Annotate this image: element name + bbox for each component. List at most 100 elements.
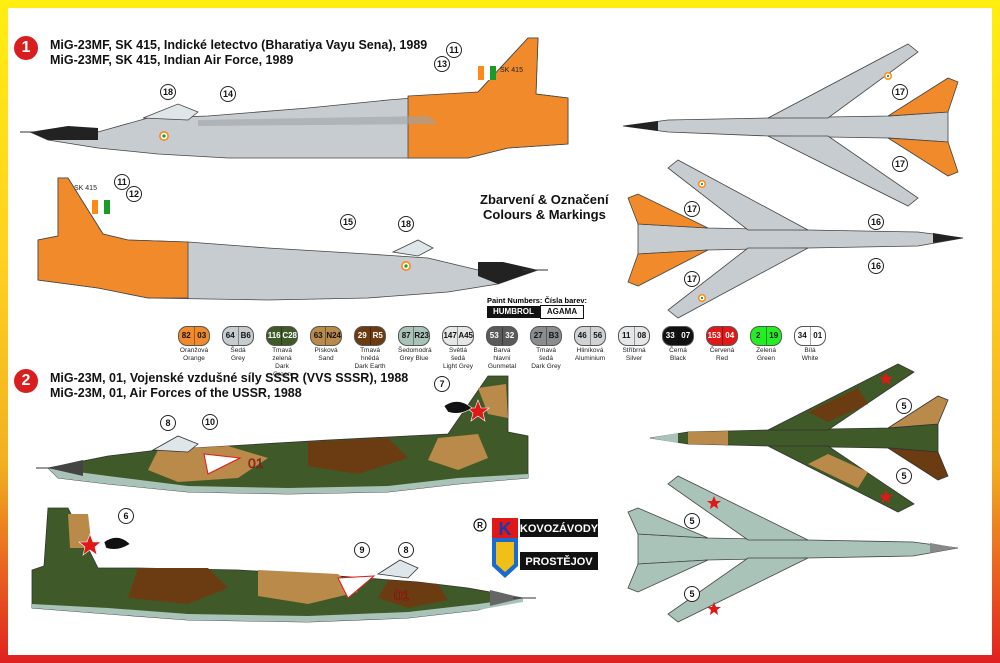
agama-number: B3 [545, 327, 562, 345]
humbrol-number: 82 [181, 331, 191, 340]
humbrol-number: 53 [489, 331, 499, 340]
scheme-1-title-en: MiG-23MF, SK 415, Indian Air Force, 1989 [50, 53, 294, 67]
kovozavody-logo: R K KOVOZÁVODY PROSTĚJOV [470, 516, 600, 586]
paint-name-en: Red [716, 355, 728, 362]
humbrol-label: HUMBROL [487, 306, 540, 318]
callout-5-b: 5 [896, 468, 912, 484]
agama-number: B6 [237, 327, 254, 345]
callout-16-b: 16 [868, 258, 884, 274]
tail-code-upper: SK 415 [500, 67, 523, 74]
tail-code-lower: SK 415 [74, 185, 97, 192]
logo-line1: KOVOZÁVODY [520, 522, 599, 535]
paint-name-en: Light Grey [443, 363, 473, 370]
paint-name-en: Dark Grey [531, 363, 561, 370]
poster-canvas: 1 MiG-23MF, SK 415, Indické letectvo (Bh… [8, 8, 992, 655]
agama-number: A45 [457, 327, 473, 345]
paint-name-cz: Světlá šedá [448, 347, 468, 362]
agama-number: R5 [369, 327, 386, 345]
mig23m-ussr-side-lower: 01 [31, 507, 536, 623]
humbrol-number: 34 [797, 331, 807, 340]
humbrol-number: 11 [622, 331, 631, 340]
registered-mark: R [477, 521, 483, 530]
paint-name-cz: Tmavá zelená [272, 347, 292, 362]
paint-name-cz: Tmavá šedá [536, 347, 556, 362]
agama-number: 32 [501, 327, 518, 345]
scheme-2-badge: 2 [14, 369, 38, 393]
paint-name-cz: Stříbrná [622, 347, 646, 354]
callout-5-a: 5 [896, 398, 912, 414]
callout-15: 15 [340, 214, 356, 230]
humbrol-number: 63 [313, 331, 323, 340]
paint-name-en: Dark Earth [354, 363, 386, 370]
mig23mf-indian-side-lower: SK 415 [37, 177, 548, 301]
mig23mf-indian-plan-upper [622, 43, 959, 207]
humbrol-number: 33 [665, 331, 675, 340]
callout-8-b: 8 [398, 542, 414, 558]
callout-12: 12 [126, 186, 142, 202]
agama-number: C28 [281, 327, 297, 345]
humbrol-number: 27 [533, 331, 543, 340]
aircraft-drawings: SK 415 SK 415 [20, 37, 964, 623]
paint-name-cz: Černá [669, 347, 687, 354]
callout-17-b: 17 [892, 156, 908, 172]
mig23m-ussr-plan-upper [649, 363, 949, 513]
paint-name-cz: Zelená [756, 347, 776, 354]
agama-number: R23 [413, 327, 429, 345]
paint-name-cz: Bílá [804, 347, 816, 354]
humbrol-number: 2 [756, 331, 761, 340]
agama-number: 19 [765, 327, 782, 345]
callout-7: 7 [434, 376, 450, 392]
callout-17-a: 17 [892, 84, 908, 100]
paint-name-cz: Oranžová [179, 347, 209, 354]
callout-17-c: 17 [684, 201, 700, 217]
callout-8-a: 8 [160, 415, 176, 431]
paint-name-en: Orange [183, 355, 205, 362]
paint-name-en: Aluminium [574, 355, 606, 362]
kovozavody-logo-mark: R K KOVOZÁVODY PROSTĚJOV [470, 516, 600, 586]
callout-11-b: 11 [114, 174, 130, 190]
paint-name-cz: Šedomodrá [398, 347, 432, 354]
paint-name-en: White [801, 355, 819, 362]
humbrol-number: 116 [267, 331, 281, 340]
humbrol-number: 147 [443, 331, 457, 340]
callout-17-d: 17 [684, 271, 700, 287]
agama-number: 56 [589, 327, 606, 345]
humbrol-number: 153 [707, 331, 721, 340]
callout-14: 14 [220, 86, 236, 102]
side-number-lower: 01 [394, 587, 410, 603]
callout-6: 6 [118, 508, 134, 524]
scheme-1-badge: 1 [14, 36, 38, 60]
agama-number: 04 [721, 327, 738, 345]
